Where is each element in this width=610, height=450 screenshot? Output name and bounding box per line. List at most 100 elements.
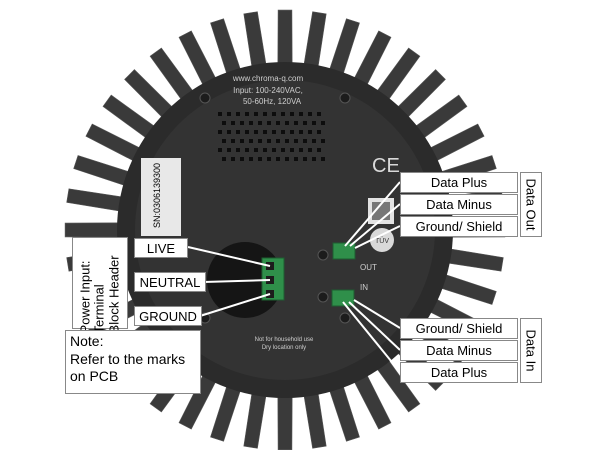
screw	[199, 92, 211, 104]
vent-hole	[317, 130, 321, 134]
label-data-in-minus: Data Minus	[400, 340, 518, 361]
label-live: LIVE	[134, 238, 188, 258]
vent-hole	[258, 139, 262, 143]
vent-hole	[267, 157, 271, 161]
vent-hole	[290, 130, 294, 134]
note-line1: Note:	[70, 333, 104, 349]
vent-hole	[258, 157, 262, 161]
vent-hole	[222, 121, 226, 125]
data-in-connector	[331, 289, 355, 307]
vent-hole	[254, 148, 258, 152]
vent-hole	[303, 121, 307, 125]
power-leader-lines	[187, 246, 271, 317]
housing-inner	[135, 80, 435, 380]
power-input-title-line2: Terminal	[91, 283, 107, 333]
vent-hole	[218, 130, 222, 134]
heat-sink-fin	[277, 9, 293, 71]
vent-hole	[245, 148, 249, 152]
vent-hole	[249, 139, 253, 143]
label-neutral: NEUTRAL	[134, 272, 206, 292]
vent-hole	[281, 148, 285, 152]
vent-hole	[218, 112, 222, 116]
vent-hole	[285, 157, 289, 161]
vent-hole	[263, 112, 267, 116]
vent-hole	[231, 121, 235, 125]
data-out-title-text: Data Out	[523, 178, 539, 231]
print-household-2: Dry location only	[262, 345, 306, 351]
vent-hole	[276, 139, 280, 143]
vent-hole	[308, 112, 312, 116]
vent-hole	[294, 121, 298, 125]
print-household-1: Not for household use	[255, 337, 314, 343]
vent-hole	[299, 112, 303, 116]
note-line3: on PCB	[70, 368, 119, 384]
vent-hole	[272, 148, 276, 152]
vent-hole	[303, 157, 307, 161]
vent-hole	[267, 121, 271, 125]
vent-hole	[254, 112, 258, 116]
print-ce-mark: CE	[372, 155, 400, 177]
vent-hole	[263, 130, 267, 134]
heat-sink-fin	[277, 389, 293, 450]
print-in-mark: IN	[360, 283, 368, 292]
vent-hole	[227, 148, 231, 152]
vent-hole	[276, 121, 280, 125]
vent-hole	[276, 157, 280, 161]
vent-hole	[249, 157, 253, 161]
label-data-in-shield: Ground/ Shield	[400, 318, 518, 339]
label-data-in-plus: Data Plus	[400, 362, 518, 383]
data-in-title-text: Data In	[523, 329, 539, 372]
vent-hole	[303, 139, 307, 143]
vent-hole	[263, 148, 267, 152]
screw	[317, 249, 329, 261]
vent-hole	[245, 112, 249, 116]
vent-hole	[236, 148, 240, 152]
label-data-out-plus: Data Plus	[400, 172, 518, 193]
vent-hole	[312, 139, 316, 143]
vent-grid	[218, 112, 325, 161]
vent-hole	[308, 130, 312, 134]
print-input-1: Input: 100-240VAC,	[233, 86, 303, 95]
vent-hole	[299, 148, 303, 152]
vent-hole	[236, 130, 240, 134]
vent-hole	[299, 130, 303, 134]
vent-hole	[218, 148, 222, 152]
vent-hole	[281, 130, 285, 134]
vent-hole	[249, 121, 253, 125]
data-out-title: Data Out	[520, 172, 542, 237]
vent-hole	[222, 139, 226, 143]
label-ground: GROUND	[134, 306, 202, 326]
tuv-badge	[370, 228, 394, 252]
vent-hole	[222, 157, 226, 161]
vent-hole	[317, 112, 321, 116]
label-data-out-minus: Data Minus	[400, 194, 518, 215]
vent-hole	[227, 130, 231, 134]
vent-hole	[227, 112, 231, 116]
label-data-out-shield: Ground/ Shield	[400, 216, 518, 237]
data-out-leader-lines	[344, 181, 401, 249]
vent-hole	[240, 121, 244, 125]
vent-hole	[290, 148, 294, 152]
vent-hole	[245, 130, 249, 134]
note-line2: Refer to the marks	[70, 350, 186, 367]
vent-hole	[321, 157, 325, 161]
vent-hole	[240, 139, 244, 143]
print-out-mark: OUT	[360, 263, 377, 272]
vent-hole	[231, 157, 235, 161]
vent-hole	[272, 112, 276, 116]
vent-hole	[285, 121, 289, 125]
vent-hole	[312, 157, 316, 161]
vent-hole	[281, 112, 285, 116]
power-input-title-line1: Power Input:	[77, 259, 93, 333]
power-input-title: Power Input: Terminal Block Header	[72, 237, 128, 333]
screw	[339, 92, 351, 104]
vent-hole	[267, 139, 271, 143]
vent-hole	[240, 157, 244, 161]
vent-hole	[258, 121, 262, 125]
vent-hole	[294, 157, 298, 161]
vent-hole	[321, 139, 325, 143]
vent-hole	[312, 121, 316, 125]
serial-sticker	[141, 158, 181, 236]
vent-hole	[285, 139, 289, 143]
